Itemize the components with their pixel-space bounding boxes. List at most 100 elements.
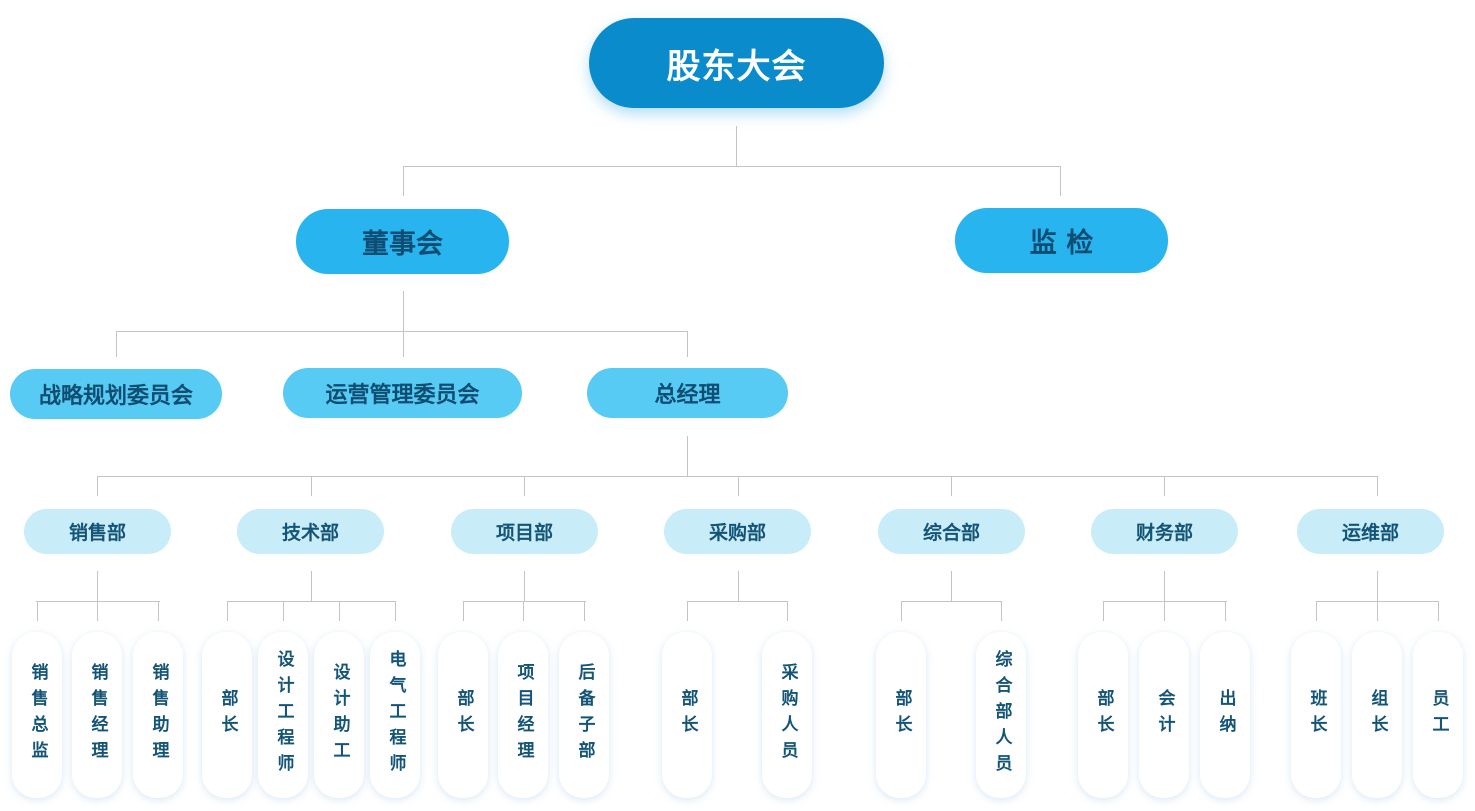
connector <box>1377 571 1378 602</box>
node-label: 总经理 <box>654 383 721 408</box>
connector <box>1377 476 1378 496</box>
node-label: 运营管理委员会 <box>325 383 480 408</box>
node-label: 股东大会 <box>666 46 807 87</box>
connector <box>158 601 159 621</box>
role-label: 部长 <box>677 689 698 741</box>
department-label: 技术部 <box>281 522 339 544</box>
role-node[interactable]: 销售总监 <box>12 632 62 798</box>
connector <box>116 331 117 357</box>
connector <box>1438 601 1439 621</box>
role-label: 项目经理 <box>513 663 534 767</box>
node-supervision[interactable]: 监 检 <box>955 208 1168 273</box>
connector <box>403 166 1061 167</box>
role-label: 销售助理 <box>148 663 169 767</box>
connector <box>901 601 902 621</box>
connector <box>687 436 688 476</box>
department-node[interactable]: 运维部 <box>1297 509 1444 554</box>
department-node[interactable]: 销售部 <box>24 509 171 554</box>
connector <box>227 601 396 602</box>
connector <box>1225 601 1226 621</box>
connector <box>1060 166 1061 196</box>
role-label: 采购人员 <box>777 663 798 767</box>
connector <box>97 476 1378 477</box>
role-node[interactable]: 员工 <box>1413 632 1463 798</box>
connector <box>1164 476 1165 496</box>
role-node[interactable]: 设计助工 <box>314 632 364 798</box>
role-node[interactable]: 设计工程师 <box>258 632 308 798</box>
department-node[interactable]: 采购部 <box>664 509 811 554</box>
role-label: 员工 <box>1428 689 1449 741</box>
department-label: 综合部 <box>922 522 980 544</box>
department-label: 销售部 <box>68 522 126 544</box>
connector <box>97 601 98 621</box>
role-label: 组长 <box>1367 689 1388 741</box>
connector <box>116 331 688 332</box>
role-node[interactable]: 会计 <box>1139 632 1189 798</box>
role-node[interactable]: 部长 <box>876 632 926 798</box>
role-node[interactable]: 销售经理 <box>72 632 122 798</box>
connector <box>97 476 98 496</box>
node-operations-committee[interactable]: 运营管理委员会 <box>283 368 522 418</box>
role-node[interactable]: 部长 <box>438 632 488 798</box>
connector <box>736 126 737 166</box>
role-node[interactable]: 出纳 <box>1200 632 1250 798</box>
role-label: 电气工程师 <box>385 650 406 780</box>
connector <box>311 476 312 496</box>
connector <box>97 571 98 602</box>
connector <box>1377 601 1378 621</box>
connector <box>37 601 38 621</box>
connector <box>339 601 340 621</box>
department-label: 运维部 <box>1341 522 1399 544</box>
role-node[interactable]: 班长 <box>1291 632 1341 798</box>
connector <box>463 601 464 621</box>
node-label: 战略规划委员会 <box>38 384 193 409</box>
connector <box>1164 601 1165 621</box>
connector <box>1103 601 1227 602</box>
connector <box>1103 601 1104 621</box>
role-label: 销售总监 <box>27 663 48 767</box>
role-node[interactable]: 销售助理 <box>133 632 183 798</box>
role-node[interactable]: 采购人员 <box>762 632 812 798</box>
role-node[interactable]: 组长 <box>1352 632 1402 798</box>
node-general-manager[interactable]: 总经理 <box>587 368 788 418</box>
connector <box>901 601 1002 602</box>
role-node[interactable]: 电气工程师 <box>370 632 420 798</box>
connector <box>1164 571 1165 602</box>
role-label: 会计 <box>1154 689 1175 741</box>
connector <box>787 601 788 621</box>
department-label: 项目部 <box>495 522 553 544</box>
department-node[interactable]: 综合部 <box>878 509 1025 554</box>
connector <box>951 571 952 602</box>
node-label: 董事会 <box>362 229 443 260</box>
connector <box>524 571 525 602</box>
role-node[interactable]: 后备子部 <box>559 632 609 798</box>
department-node[interactable]: 财务部 <box>1091 509 1238 554</box>
role-label: 综合部人员 <box>991 650 1012 780</box>
connector <box>227 601 228 621</box>
node-shareholders-meeting[interactable]: 股东大会 <box>589 18 884 108</box>
role-node[interactable]: 部长 <box>662 632 712 798</box>
connector <box>951 476 952 496</box>
role-label: 销售经理 <box>87 663 108 767</box>
connector <box>1316 601 1317 621</box>
role-label: 部长 <box>453 689 474 741</box>
department-node[interactable]: 项目部 <box>451 509 598 554</box>
role-node[interactable]: 综合部人员 <box>976 632 1026 798</box>
role-label: 出纳 <box>1215 689 1236 741</box>
role-label: 部长 <box>1093 689 1114 741</box>
node-strategy-committee[interactable]: 战略规划委员会 <box>10 369 222 419</box>
connector <box>283 601 284 621</box>
connector <box>584 601 585 621</box>
connector <box>524 476 525 496</box>
role-label: 部长 <box>217 689 238 741</box>
connector <box>687 331 688 357</box>
role-node[interactable]: 项目经理 <box>498 632 548 798</box>
connector <box>403 291 404 357</box>
role-node[interactable]: 部长 <box>1078 632 1128 798</box>
connector <box>738 476 739 496</box>
node-board-of-directors[interactable]: 董事会 <box>296 209 509 274</box>
role-node[interactable]: 部长 <box>202 632 252 798</box>
department-node[interactable]: 技术部 <box>237 509 384 554</box>
connector <box>1001 601 1002 621</box>
